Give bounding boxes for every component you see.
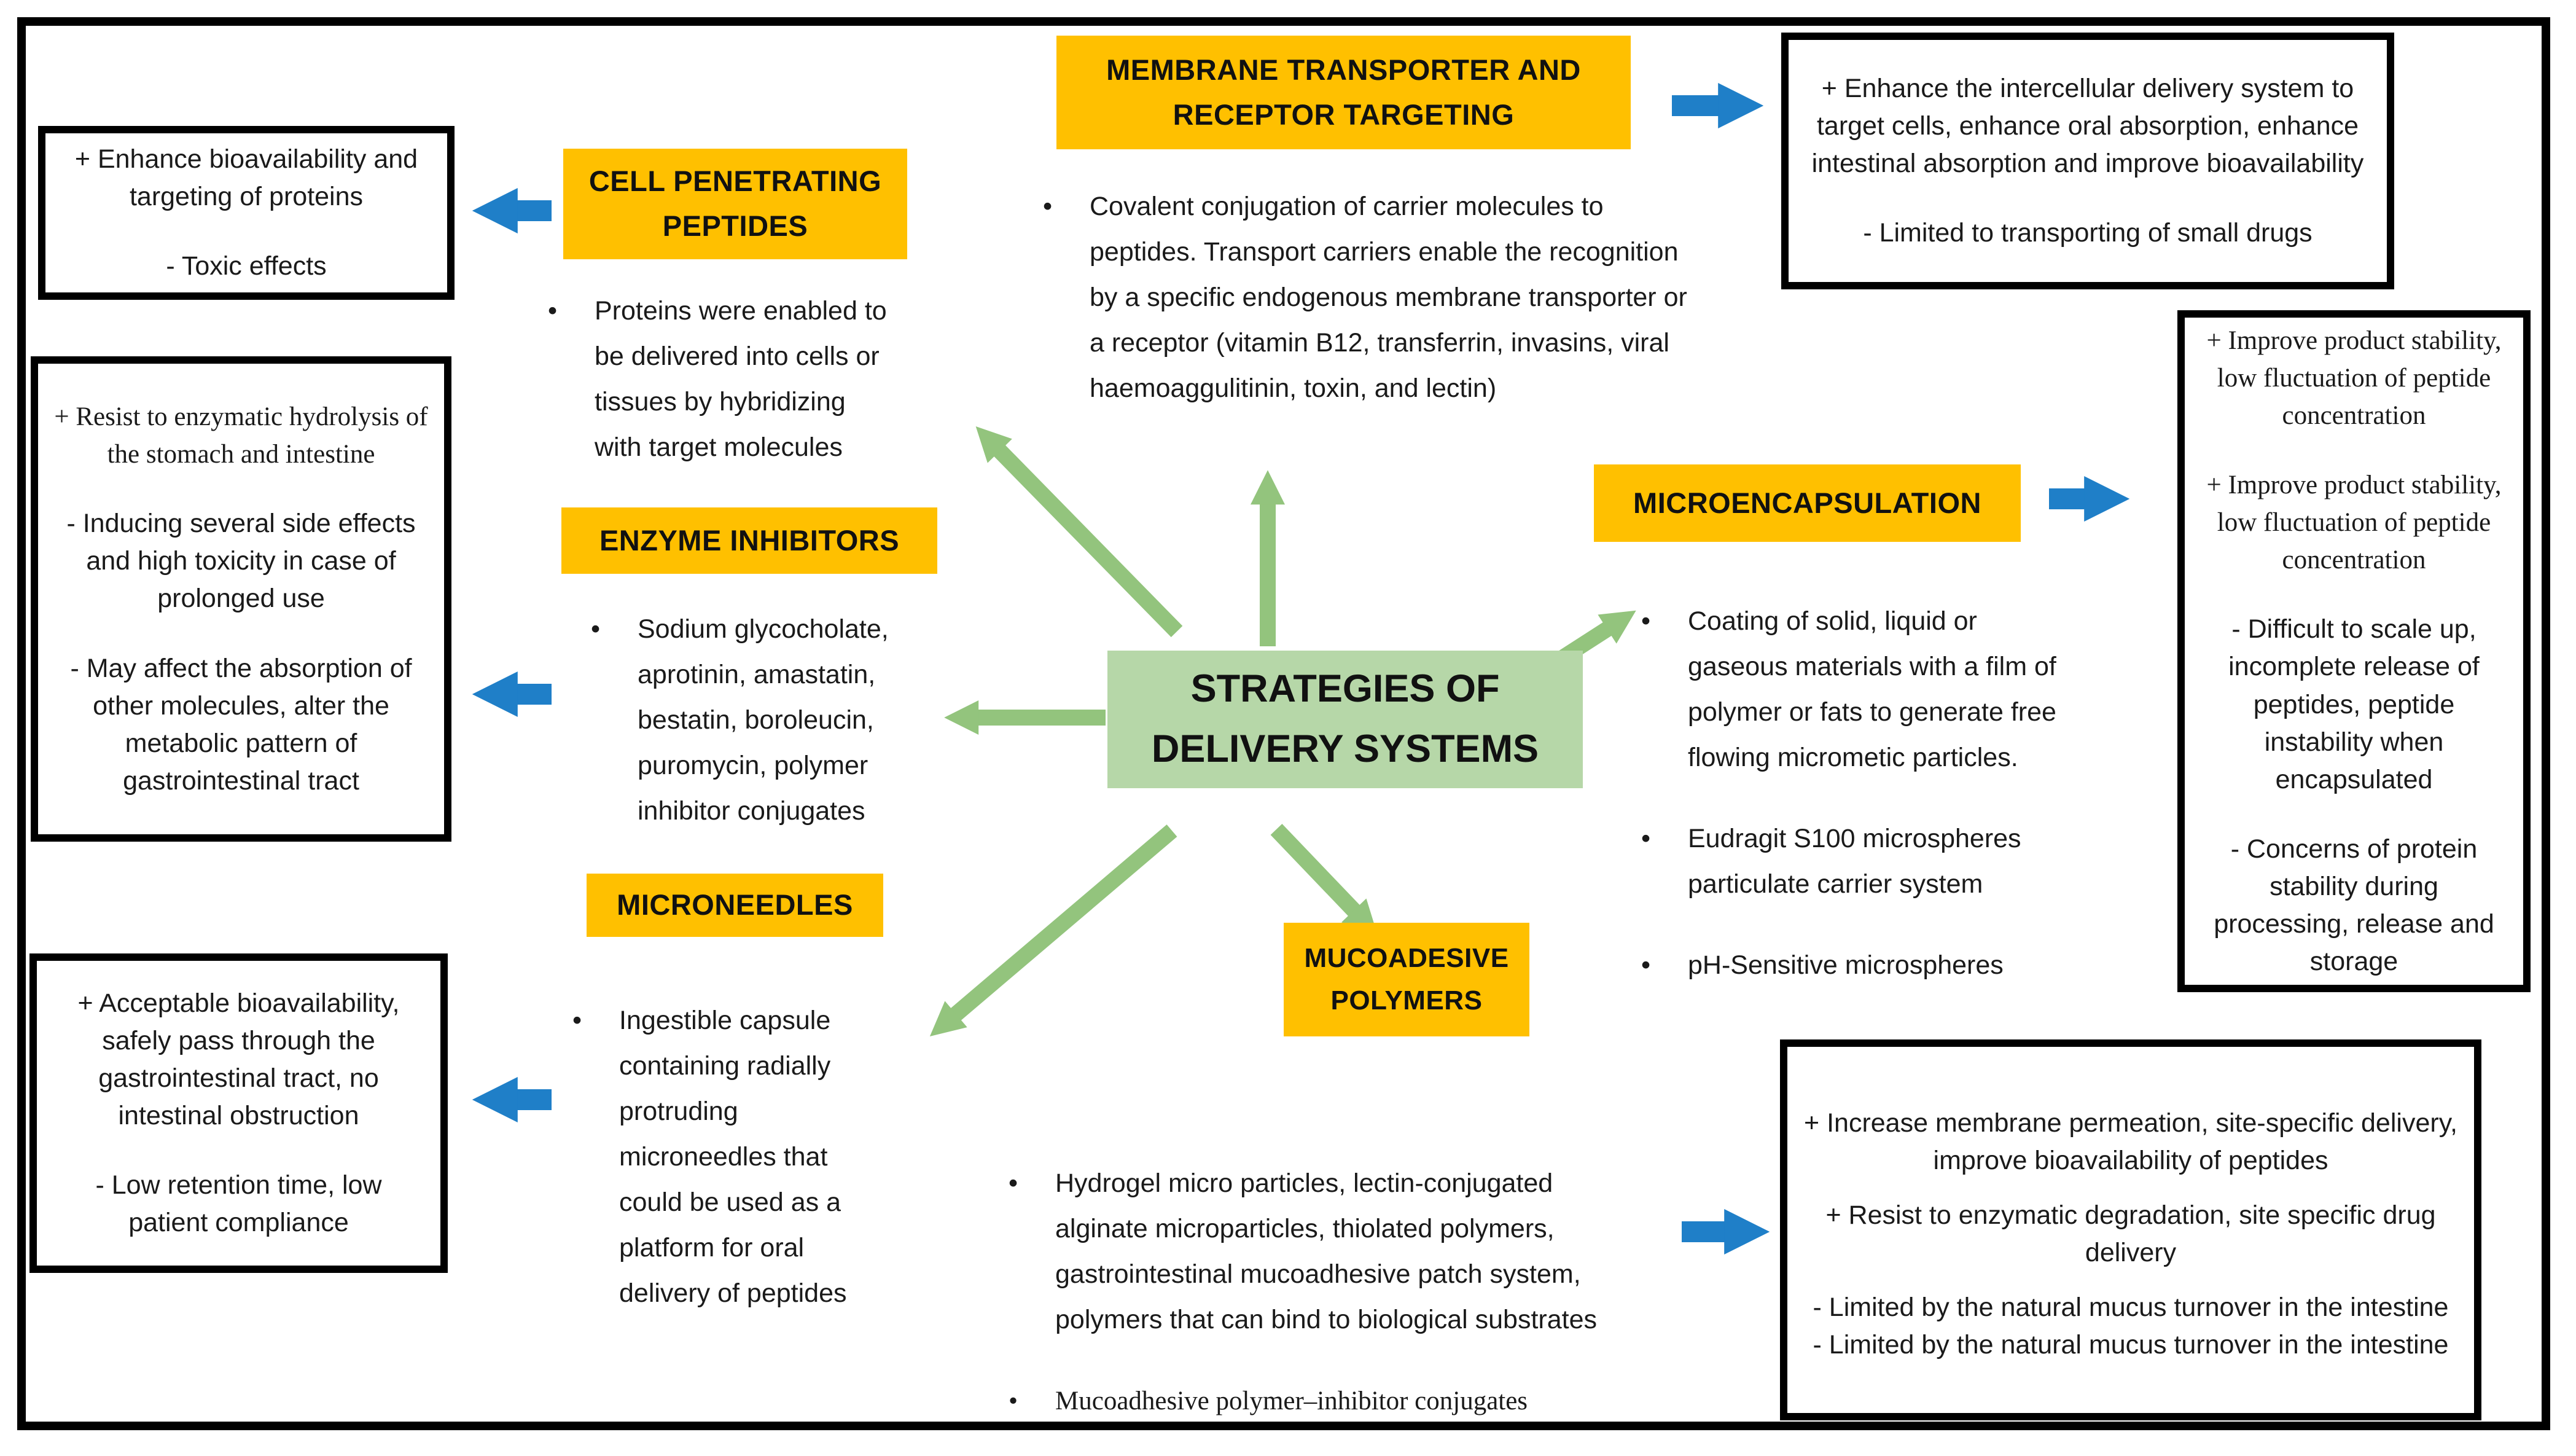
list-item: pH-Sensitive microspheres: [1634, 943, 2076, 988]
enzyme-pro: + Resist to enzymatic hydrolysis of the …: [54, 402, 428, 469]
mucoadhesive-title-line2: POLYMERS: [1330, 985, 1483, 1016]
membrane-pro: + Enhance the intercellular delivery sys…: [1811, 73, 2364, 178]
node-mucoadhesive-polymers: MUCOADESIVE POLYMERS: [1284, 923, 1529, 1036]
mucoadhesive-bullet-list: Hydrogel micro particles, lectin-conjuga…: [1001, 1161, 1615, 1456]
microneedles-pro: + Acceptable bioavailability, safely pas…: [77, 988, 400, 1130]
list-item: Covalent conjugation of carrier molecule…: [1036, 184, 1705, 412]
list-item: Sodium glycocholate, aprotinin, amastati…: [584, 607, 940, 834]
list-item: Hydrogel micro particles, lectin-conjuga…: [1001, 1161, 1615, 1343]
enzyme-bullet-list: Sodium glycocholate, aprotinin, amastati…: [584, 607, 940, 870]
list-item: Coating of solid, liquid or gaseous mate…: [1634, 599, 2076, 781]
microencapsulation-outcome-box: + Improve product stability, low fluctua…: [2177, 310, 2531, 992]
membrane-outcome-box: + Enhance the intercellular delivery sys…: [1781, 33, 2394, 289]
microneedles-bullet-list: Ingestible capsule containing radially p…: [565, 998, 884, 1352]
microencapsulation-bullet-list: Coating of solid, liquid or gaseous mate…: [1634, 599, 2076, 1024]
microneedles-con: - Low retention time, low patient compli…: [95, 1170, 382, 1238]
mucoadhesive-con2: - Limited by the natural mucus turnover …: [1813, 1330, 2449, 1360]
enzyme-outcome-box: + Resist to enzymatic hydrolysis of the …: [31, 356, 451, 842]
microencapsulation-con1: - Difficult to scale up, incomplete rele…: [2228, 614, 2480, 794]
microencapsulation-pro1: + Improve product stability, low fluctua…: [2206, 326, 2502, 431]
membrane-title-line2: RECEPTOR TARGETING: [1173, 98, 1515, 131]
enzyme-title: ENZYME INHIBITORS: [599, 523, 900, 557]
cpp-outcome-box: + Enhance bioavailability and targeting …: [38, 126, 455, 300]
cpp-title-line2: PEPTIDES: [662, 209, 808, 242]
membrane-con: - Limited to transporting of small drugs: [1863, 218, 2313, 248]
list-item: Mucoadhesive polymer–inhibitor conjugate…: [1001, 1379, 1615, 1424]
microencapsulation-con2: - Concerns of protein stability during p…: [2214, 834, 2494, 976]
outer-border: [17, 17, 2550, 1430]
mucoadhesive-title-line1: MUCOADESIVE: [1304, 943, 1509, 974]
mucoadhesive-con1: - Limited by the natural mucus turnover …: [1813, 1293, 2449, 1323]
membrane-title-line1: MEMBRANE TRANSPORTER AND: [1106, 53, 1581, 86]
center-node: STRATEGIES OF DELIVERY SYSTEMS: [1107, 651, 1583, 788]
list-item: Eudragit S100 microspheres particulate c…: [1634, 816, 2076, 907]
center-title-line1: STRATEGIES OF: [1190, 667, 1500, 711]
membrane-bullet-list: Covalent conjugation of carrier molecule…: [1036, 184, 1705, 447]
microneedles-title: MICRONEEDLES: [617, 888, 853, 922]
microneedles-outcome-box: + Acceptable bioavailability, safely pas…: [29, 953, 448, 1273]
enzyme-con2: - May affect the absorption of other mol…: [70, 653, 412, 796]
node-microencapsulation: MICROENCAPSULATION: [1594, 464, 2021, 542]
mucoadhesive-outcome-box: + Increase membrane permeation, site-spe…: [1780, 1039, 2481, 1420]
enzyme-con1: - Inducing several side effects and high…: [66, 509, 416, 614]
center-title-line2: DELIVERY SYSTEMS: [1151, 727, 1539, 770]
cpp-bullet-list: Proteins were enabled to be delivered in…: [541, 289, 897, 506]
node-cell-penetrating-peptides: CELL PENETRATING PEPTIDES: [563, 149, 907, 259]
mucoadhesive-pro2: + Resist to enzymatic degradation, site …: [1825, 1200, 2436, 1267]
cpp-con: - Toxic effects: [166, 251, 327, 281]
node-membrane-transporter: MEMBRANE TRANSPORTER AND RECEPTOR TARGET…: [1056, 36, 1631, 149]
node-enzyme-inhibitors: ENZYME INHIBITORS: [561, 507, 937, 574]
cpp-title-line1: CELL PENETRATING: [588, 165, 882, 198]
microencapsulation-title: MICROENCAPSULATION: [1633, 486, 1981, 519]
microencapsulation-pro2: + Improve product stability, low fluctua…: [2206, 471, 2502, 575]
cpp-pro: + Enhance bioavailability and targeting …: [74, 144, 418, 211]
list-item: Proteins were enabled to be delivered in…: [541, 289, 897, 471]
mucoadhesive-pro1: + Increase membrane permeation, site-spe…: [1804, 1108, 2457, 1175]
node-microneedles: MICRONEEDLES: [587, 874, 883, 937]
list-item: Ingestible capsule containing radially p…: [565, 998, 884, 1317]
